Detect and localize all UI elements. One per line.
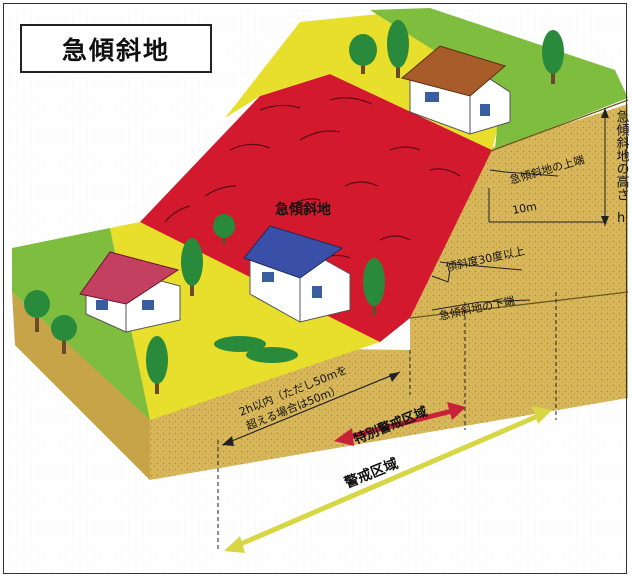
warning-zone-arrow bbox=[224, 406, 552, 553]
h-arrowhead-bottom bbox=[601, 216, 609, 226]
slope-crack-lines bbox=[164, 97, 461, 261]
soil-front-face bbox=[15, 292, 628, 480]
special-zone-red bbox=[140, 74, 492, 342]
tree-near-slope bbox=[363, 258, 385, 316]
tree-mid-slope bbox=[213, 214, 235, 244]
ten-m-label: 10m bbox=[511, 200, 538, 217]
hedge-row bbox=[214, 336, 298, 363]
h-arrowhead-top bbox=[601, 108, 609, 118]
tree-green-2 bbox=[51, 315, 77, 354]
callout-lines bbox=[431, 169, 559, 311]
slope-name-label: 急傾斜地 bbox=[275, 201, 331, 218]
distance-arrow bbox=[221, 371, 401, 446]
height-symbol: h bbox=[617, 211, 625, 226]
guide-lines bbox=[217, 108, 606, 552]
tree-left-house bbox=[181, 238, 203, 296]
tree-lower bbox=[146, 336, 168, 394]
tree-upper-tall bbox=[387, 20, 409, 78]
height-label: 急傾斜地の高さ bbox=[614, 110, 630, 201]
soil-left-face bbox=[12, 292, 150, 480]
distance-arrowhead-right bbox=[389, 372, 400, 382]
soil-slope-face bbox=[410, 104, 628, 350]
tree-upper-right bbox=[542, 30, 564, 84]
house-upper bbox=[400, 45, 511, 135]
tree-green-1 bbox=[24, 290, 50, 332]
tree-upper-left bbox=[349, 34, 377, 74]
special-zone-arrow bbox=[334, 402, 466, 446]
angle-marker bbox=[431, 269, 451, 283]
slope-bottom-edge bbox=[409, 291, 629, 319]
diagram-title: 急傾斜地 bbox=[20, 24, 212, 73]
distance-arrowhead-left bbox=[222, 436, 234, 446]
upper-green-ground bbox=[370, 8, 628, 150]
house-middle bbox=[243, 225, 351, 323]
house-lower bbox=[79, 251, 181, 333]
